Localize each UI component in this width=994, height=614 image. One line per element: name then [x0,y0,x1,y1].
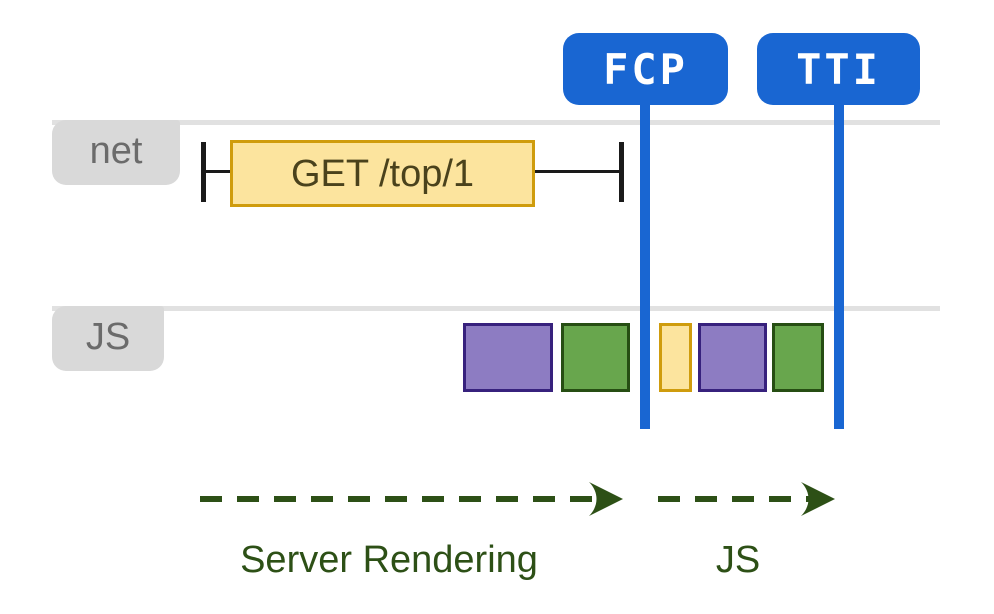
tti-badge-label: TTI [796,44,881,94]
fcp-badge-label: FCP [603,44,688,94]
network-request-bar: GET /top/1 [230,140,535,207]
phase-label-server-rendering: Server Rendering [240,539,538,581]
tti-badge: TTI [757,33,920,105]
server-rendering-arrow-icon [200,482,623,516]
net-lane-label-text: net [89,129,143,172]
net-lane-line [52,120,940,125]
js-task-block-green-1 [561,323,630,392]
js-task-block-yellow-1 [659,323,692,392]
lane-label-js: JS [52,306,164,371]
tti-marker-line [834,103,844,429]
js-arrow-icon [658,482,835,516]
lane-label-net: net [52,120,180,185]
js-lane-label-text: JS [85,315,131,358]
phase-label-js: JS [715,539,761,581]
request-end-tick [619,142,624,202]
fcp-marker-line [640,103,650,429]
js-lane-line [52,306,940,311]
request-start-tick [201,142,206,202]
js-task-block-green-2 [772,323,824,392]
request-connector-left [204,170,234,173]
js-task-block-purple-1 [463,323,553,392]
js-task-block-purple-2 [698,323,767,392]
fcp-badge: FCP [563,33,728,105]
request-connector-right [532,170,622,173]
network-request-label: GET /top/1 [290,152,475,195]
